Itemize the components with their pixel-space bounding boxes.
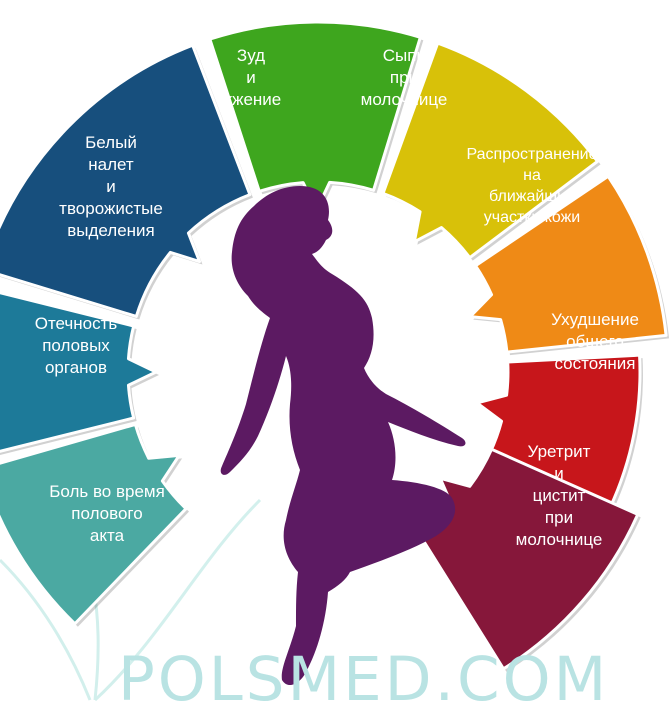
segment-discharge [0,43,253,320]
segment-swelling [0,291,159,456]
watermark-brand: POLSMED.COM [118,644,609,714]
segment-label-swelling: Отечность половых органов [34,314,118,377]
segment-itch [208,20,424,214]
segment-spread [468,174,670,356]
segment-label-rash: Сыпь при молочнице [360,46,448,109]
segment-label-itch: Зуд и жжение [220,46,282,109]
segment-worse [475,353,643,512]
segment-rash [381,41,601,261]
symptom-ring [0,20,670,672]
segment-label-urethritis: Уретрит и цистит при молочнице [515,442,603,549]
woman-silhouette [220,186,466,686]
segment-label-worse: Ухудшение общего состояния [551,310,639,373]
segment-pain [0,422,190,627]
segment-label-discharge: Белый налет и творожистые выделения [59,133,163,240]
segment-urethritis [417,447,641,672]
segment-label-spread: Распространение на ближайшие участки кож… [466,146,598,226]
segment-label-pain: Боль во время полового акта [49,482,165,545]
